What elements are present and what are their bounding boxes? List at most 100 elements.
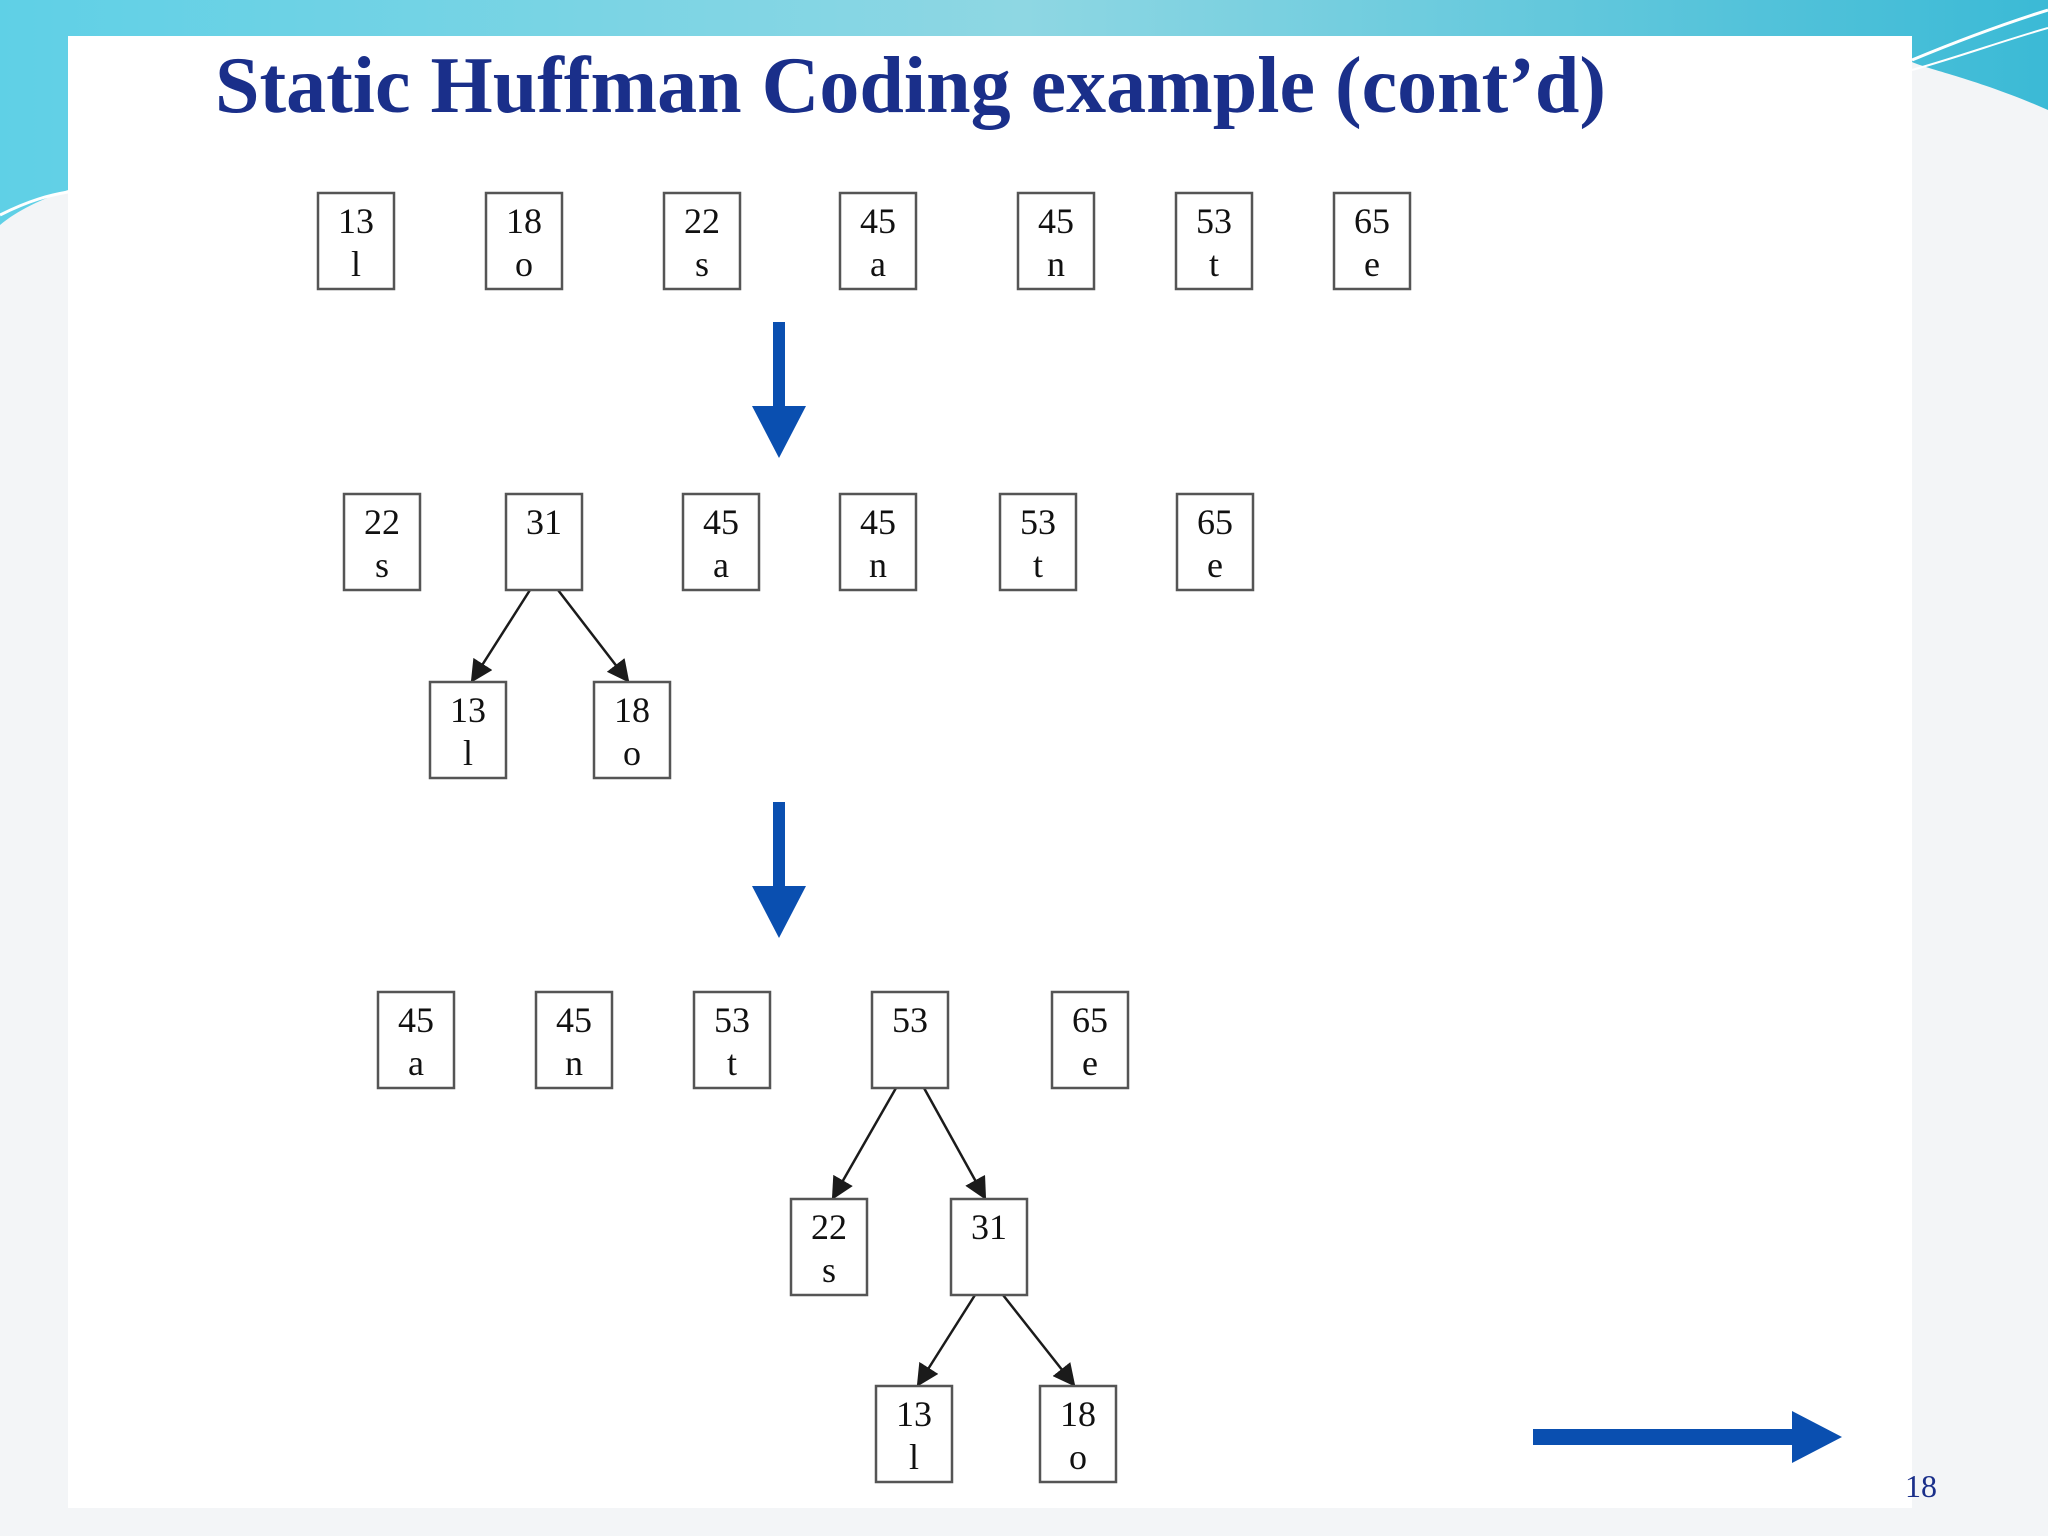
- tree-node-22-s: 22s: [662, 191, 742, 291]
- node-weight: 18: [506, 201, 542, 241]
- tree-node-22-s: 22s: [789, 1197, 869, 1297]
- node-box: [870, 990, 950, 1090]
- node-box: [1016, 191, 1096, 291]
- node-weight: 18: [614, 690, 650, 730]
- node-box: [838, 492, 918, 592]
- tree-node-18-o: 18o: [484, 191, 564, 291]
- tree-node-13-l: 13l: [428, 680, 508, 780]
- tree-edge: [1002, 1294, 1076, 1387]
- tree-node-53-t: 53t: [998, 492, 1078, 592]
- node-box: [949, 1197, 1029, 1297]
- tree-node-45-n: 45n: [534, 990, 614, 1090]
- tree-node-53-internal: 53: [870, 990, 950, 1090]
- node-box: [1038, 1384, 1118, 1484]
- node-box: [838, 191, 918, 291]
- node-symbol: a: [870, 244, 886, 284]
- node-symbol: t: [727, 1043, 737, 1083]
- node-weight: 65: [1354, 201, 1390, 241]
- transition-arrows: [752, 322, 1842, 1463]
- node-box: [681, 492, 761, 592]
- node-symbol: s: [822, 1250, 836, 1290]
- node-weight: 65: [1197, 502, 1233, 542]
- node-symbol: t: [1209, 244, 1219, 284]
- node-weight: 18: [1060, 1394, 1096, 1434]
- node-symbol: e: [1082, 1043, 1098, 1083]
- node-symbol: o: [1069, 1437, 1087, 1477]
- slide-title: Static Huffman Coding example (cont’d): [215, 42, 1607, 130]
- tree-edge: [916, 1294, 977, 1387]
- node-symbol: s: [695, 244, 709, 284]
- node-weight: 22: [811, 1207, 847, 1247]
- node-box: [874, 1384, 954, 1484]
- node-weight: 13: [450, 690, 486, 730]
- tree-node-13-l: 13l: [874, 1384, 954, 1484]
- tree-node-31-internal: 31: [504, 492, 584, 592]
- tree-edges: [470, 589, 1076, 1387]
- node-weight: 65: [1072, 1000, 1108, 1040]
- node-symbol: o: [515, 244, 533, 284]
- node-weight: 31: [971, 1207, 1007, 1247]
- node-symbol: a: [713, 545, 729, 585]
- node-box: [1175, 492, 1255, 592]
- node-symbol: t: [1033, 545, 1043, 585]
- tree-edge: [470, 589, 532, 683]
- node-symbol: l: [463, 733, 473, 773]
- node-box: [534, 990, 614, 1090]
- node-symbol: e: [1207, 545, 1223, 585]
- node-box: [1174, 191, 1254, 291]
- tree-node-22-s: 22s: [342, 492, 422, 592]
- node-weight: 45: [398, 1000, 434, 1040]
- node-symbol: n: [1047, 244, 1065, 284]
- node-box: [342, 492, 422, 592]
- node-weight: 45: [703, 502, 739, 542]
- node-symbol: o: [623, 733, 641, 773]
- node-weight: 45: [860, 502, 896, 542]
- tree-node-45-n: 45n: [1016, 191, 1096, 291]
- tree-node-53-t: 53t: [692, 990, 772, 1090]
- node-weight: 13: [338, 201, 374, 241]
- node-box: [484, 191, 564, 291]
- tree-node-65-e: 65e: [1175, 492, 1255, 592]
- tree-node-18-o: 18o: [592, 680, 672, 780]
- next-slide-arrow-icon[interactable]: [1533, 1411, 1842, 1463]
- node-symbol: a: [408, 1043, 424, 1083]
- node-box: [1332, 191, 1412, 291]
- down-arrow-icon: [752, 802, 806, 938]
- tree-edge: [922, 1087, 987, 1200]
- node-box: [692, 990, 772, 1090]
- tree-node-65-e: 65e: [1332, 191, 1412, 291]
- node-box: [1050, 990, 1130, 1090]
- tree-node-31-internal: 31: [949, 1197, 1029, 1297]
- node-weight: 53: [892, 1000, 928, 1040]
- node-box: [789, 1197, 869, 1297]
- tree-node-13-l: 13l: [316, 191, 396, 291]
- tree-node-45-n: 45n: [838, 492, 918, 592]
- node-symbol: e: [1364, 244, 1380, 284]
- down-arrow-icon: [752, 322, 806, 458]
- tree-node-65-e: 65e: [1050, 990, 1130, 1090]
- node-weight: 53: [714, 1000, 750, 1040]
- node-weight: 22: [364, 502, 400, 542]
- tree-edge: [557, 589, 630, 683]
- node-weight: 13: [896, 1394, 932, 1434]
- node-weight: 45: [860, 201, 896, 241]
- node-box: [376, 990, 456, 1090]
- node-symbol: l: [351, 244, 361, 284]
- node-symbol: n: [869, 545, 887, 585]
- node-box: [998, 492, 1078, 592]
- node-box: [428, 680, 508, 780]
- tree-node-45-a: 45a: [376, 990, 456, 1090]
- node-weight: 45: [556, 1000, 592, 1040]
- node-weight: 22: [684, 201, 720, 241]
- node-box: [662, 191, 742, 291]
- node-box: [504, 492, 584, 592]
- node-symbol: s: [375, 545, 389, 585]
- node-box: [316, 191, 396, 291]
- tree-node-45-a: 45a: [838, 191, 918, 291]
- tree-edge: [831, 1087, 898, 1200]
- node-weight: 45: [1038, 201, 1074, 241]
- page-number: 18: [1905, 1468, 1937, 1504]
